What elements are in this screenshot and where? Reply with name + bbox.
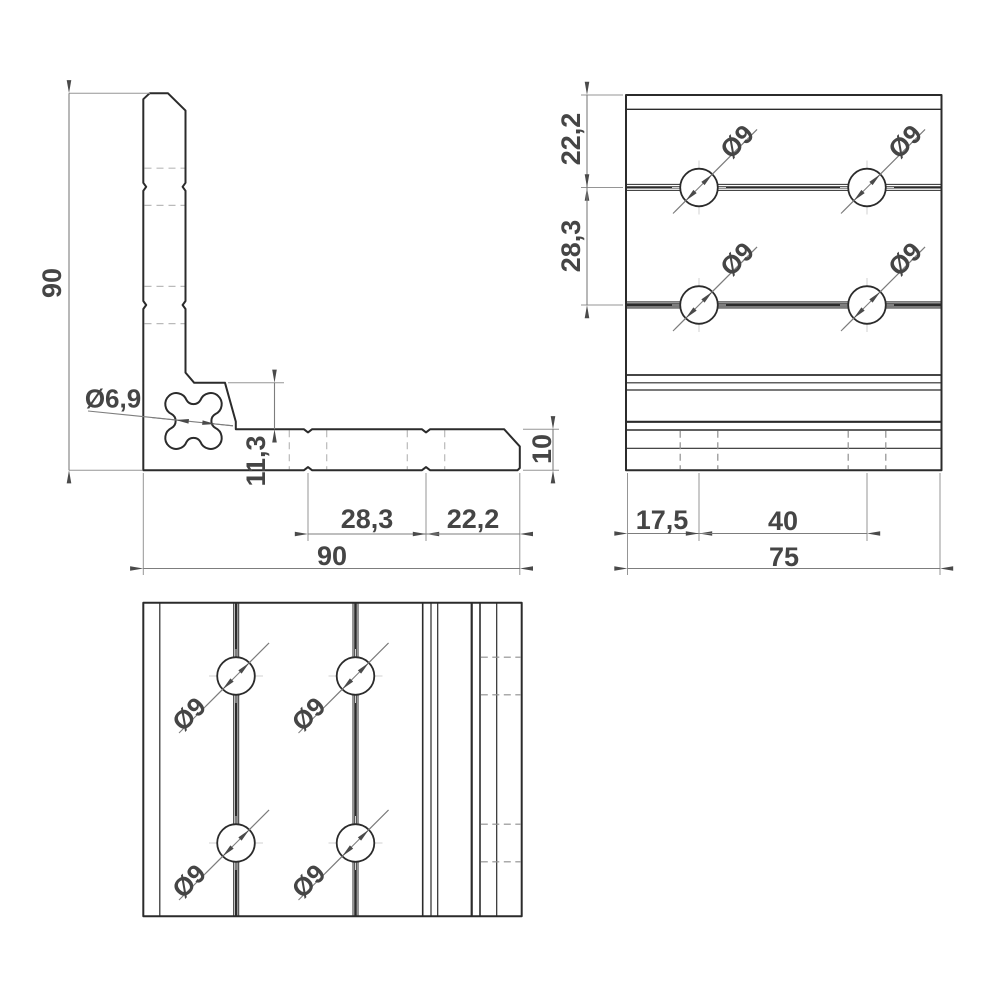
hole-diameter-label: Ø9 <box>166 691 212 737</box>
dim-front-hole-pitch-label: 40 <box>768 506 798 536</box>
hole-diameter-label: Ø9 <box>714 119 760 165</box>
dim-front-edge-label: 22,2 <box>556 113 586 166</box>
callout-bottom-hole-3: Ø9 <box>166 809 270 904</box>
groove-col-2 <box>352 602 359 917</box>
dim-side-inner-offset-label: 11,3 <box>241 435 271 486</box>
dim-front-pitch-label: 28,3 <box>556 220 586 273</box>
bottom-view-profile-lines <box>159 602 498 917</box>
callout-bottom-hole-1: Ø9 <box>166 642 270 737</box>
dim-side-thickness-label: 10 <box>527 434 557 464</box>
clover-slot-outline <box>164 392 223 450</box>
dim-side-height-label: 90 <box>37 268 67 298</box>
bottom-view: Ø9 Ø9 Ø9 Ø9 <box>142 601 523 918</box>
groove-row-1 <box>626 183 942 191</box>
callout-slot-diameter-label: Ø6,9 <box>85 384 141 414</box>
bottom-view-outline <box>142 601 523 918</box>
dim-front-edge-to-hole: 22,2 28,3 <box>556 81 623 319</box>
callout-bottom-hole-2: Ø9 <box>286 642 389 737</box>
dim-side-width-label: 90 <box>317 541 347 571</box>
dim-side-width: 90 <box>130 473 533 575</box>
front-view-profile-lines <box>626 108 942 449</box>
bottom-view-hidden-hole-lines <box>480 656 521 863</box>
dim-front-width-label: 75 <box>769 542 799 572</box>
dim-front-bottom: 17,5 40 75 <box>614 473 954 575</box>
hole-diameter-label: Ø9 <box>882 119 928 165</box>
hole-diameter-label: Ø9 <box>714 236 760 282</box>
callout-bottom-hole-4: Ø9 <box>286 809 389 904</box>
front-view: Ø9 Ø9 Ø9 Ø9 22,2 28,3 <box>556 81 954 575</box>
dim-side-thickness: 10 <box>523 416 559 484</box>
dim-side-inner-offset: 11,3 <box>228 369 284 487</box>
dim-side-hole-edge-label: 22,2 <box>447 504 500 534</box>
dim-side-hole-pitch-label: 28,3 <box>341 504 394 534</box>
callout-slot-diameter: Ø6,9 <box>85 384 234 427</box>
dim-front-left-edge-label: 17,5 <box>636 505 689 535</box>
hole-diameter-label: Ø9 <box>286 691 332 737</box>
groove-row-2 <box>626 301 942 309</box>
hole-diameter-label: Ø9 <box>286 858 332 904</box>
front-view-hidden-hole-lines <box>679 430 887 470</box>
side-view: 90 90 28,3 22,2 11,3 10 <box>37 80 559 575</box>
side-view-hidden-lines <box>144 167 446 470</box>
groove-col-1 <box>233 602 240 917</box>
dim-side-hole-pitch: 28,3 22,2 <box>294 473 533 541</box>
hole-diameter-label: Ø9 <box>882 236 928 282</box>
dim-side-height: 90 <box>37 80 150 484</box>
front-view-outline <box>625 94 943 472</box>
bracket-profile-outline <box>142 92 521 472</box>
hole-diameter-label: Ø9 <box>166 858 212 904</box>
